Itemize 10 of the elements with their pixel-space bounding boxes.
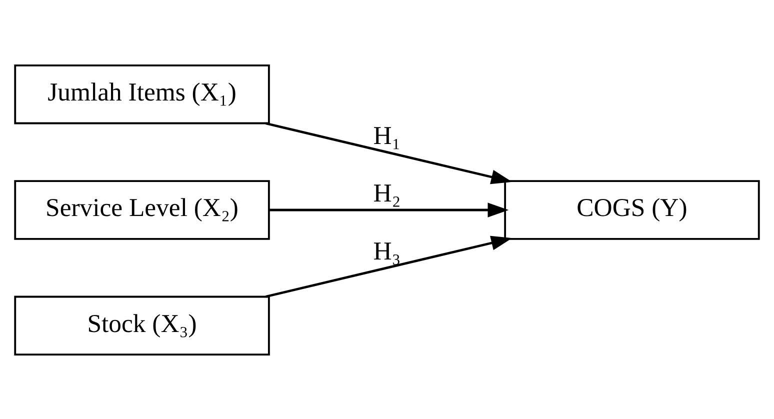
node-box: Jumlah Items (X₁) bbox=[14, 64, 270, 124]
arrow bbox=[266, 122, 512, 184]
edge-label: H₂ bbox=[373, 178, 401, 208]
node-box: Stock (X₃) bbox=[14, 295, 270, 356]
node-box: Service Level (X₂) bbox=[14, 180, 270, 240]
arrow bbox=[268, 202, 509, 217]
edge-label: H₁ bbox=[373, 120, 401, 150]
edge-label: H₃ bbox=[373, 236, 401, 265]
node-box: COGS (Y) bbox=[504, 180, 760, 240]
arrow bbox=[266, 235, 512, 298]
